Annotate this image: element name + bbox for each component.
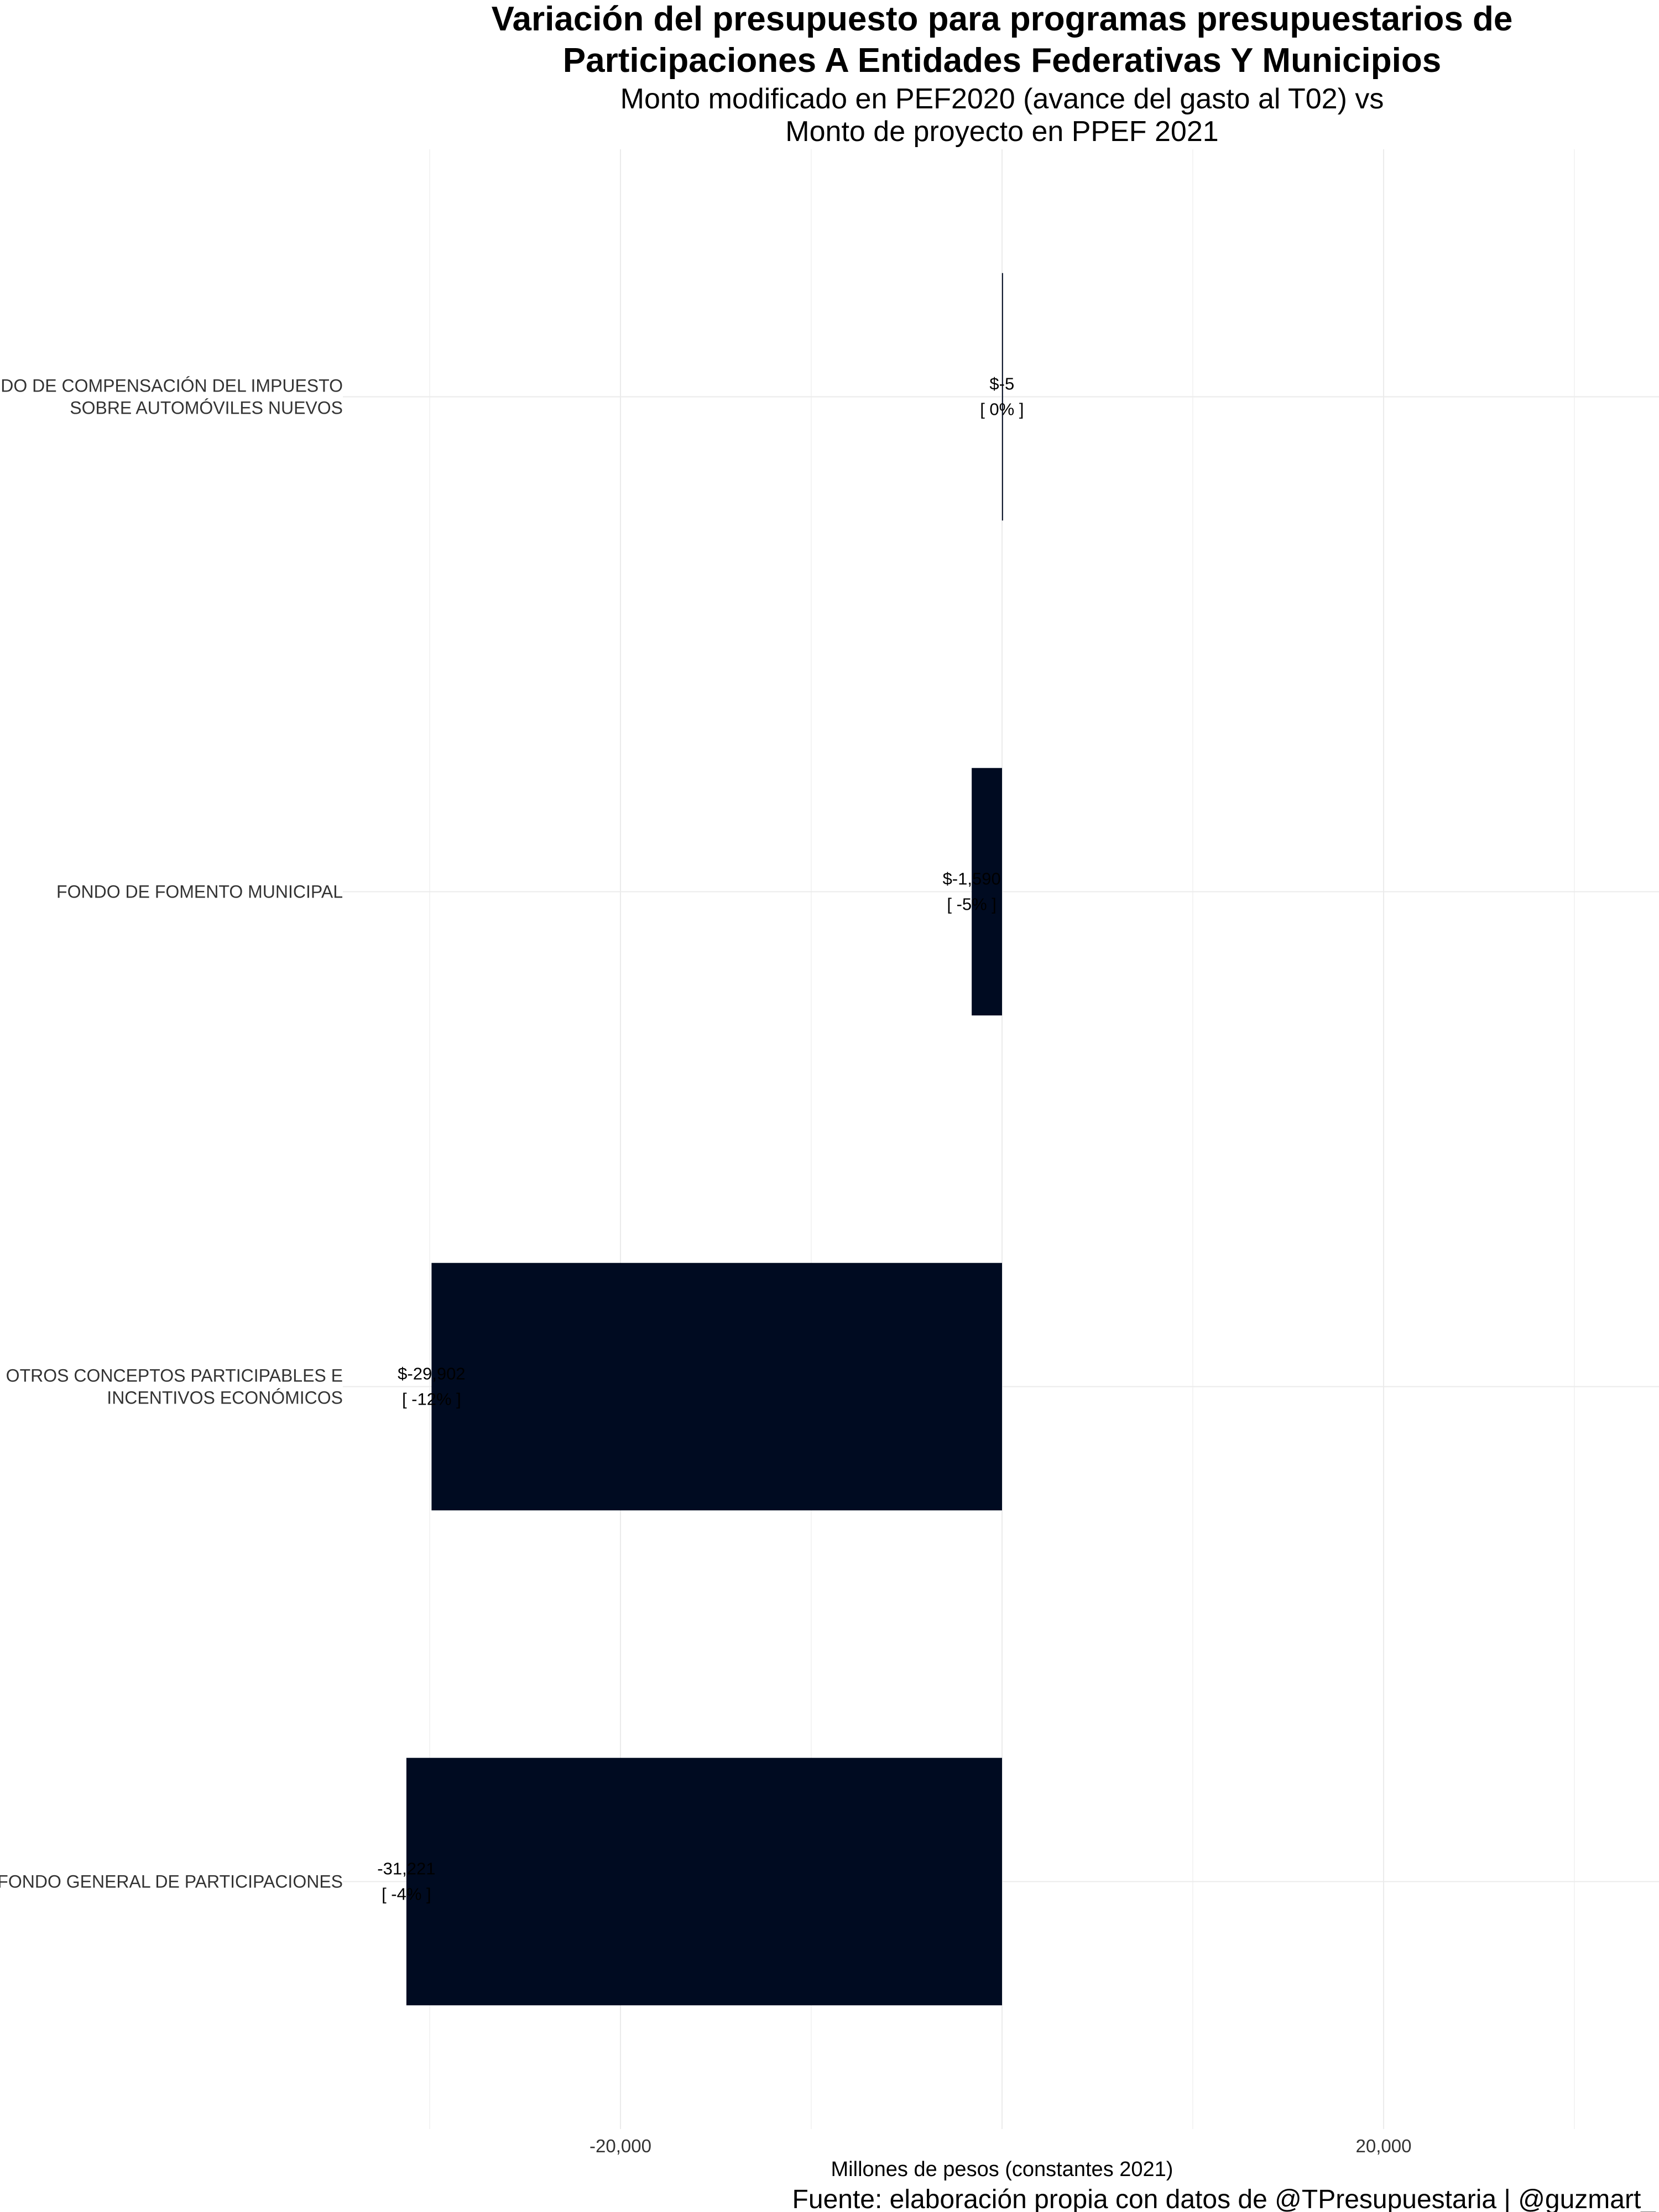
chart-subtitle-line-2: Monto de proyecto en PPEF 2021 [785,116,1218,148]
chart-title-line-2: Participaciones A Entidades Federativas … [563,41,1441,80]
category-label: FONDO DE FOMENTO MUNICIPAL [56,882,343,902]
chart-subtitle-line-1: Monto modificado en PEF2020 (avance del … [620,83,1384,115]
category-labels: FONDO DE COMPENSACIÓN DEL IMPUESTOSOBRE … [0,376,343,1892]
category-label: OTROS CONCEPTOS PARTICIPABLES E [6,1366,343,1386]
category-label: FONDO GENERAL DE PARTICIPACIONES [0,1872,343,1892]
x-axis-ticks: -20,000 20,000 [589,2136,1411,2156]
category-label: SOBRE AUTOMÓVILES NUEVOS [70,398,343,418]
data-label-value: $-29,902 [398,1364,465,1384]
bar [406,1757,1002,2006]
data-label-percent: [ -12% ] [402,1390,461,1409]
x-tick-label: -20,000 [589,2136,651,2156]
data-label-value: $-5 [989,374,1014,394]
category-label: INCENTIVOS ECONÓMICOS [107,1388,343,1408]
bars [406,273,1003,2006]
data-label-percent: [ -5% ] [947,895,997,914]
data-label-percent: [ 0% ] [980,400,1024,419]
chart-caption: Fuente: elaboración propia con datos de … [792,2185,1657,2212]
category-label: FONDO DE COMPENSACIÓN DEL IMPUESTO [0,376,343,396]
x-axis-title: Millones de pesos (constantes 2021) [831,2158,1173,2181]
data-label-value: -31,221 [377,1859,435,1879]
data-labels: $-5 [ 0% ] $-1,590 [ -5% ] $-29,902 [ -12% ] -… [377,374,1024,1904]
chart-title-group: Variación del presupuesto para programas… [492,0,1513,148]
bar [972,768,1002,1016]
chart-title-line-1: Variación del presupuesto para programas… [492,0,1513,38]
bar [1001,273,1003,521]
data-label-percent: [ -4% ] [382,1885,431,1904]
bar [431,1262,1002,1511]
data-label-value: $-1,590 [943,869,1001,889]
x-tick-label: 20,000 [1356,2136,1412,2156]
